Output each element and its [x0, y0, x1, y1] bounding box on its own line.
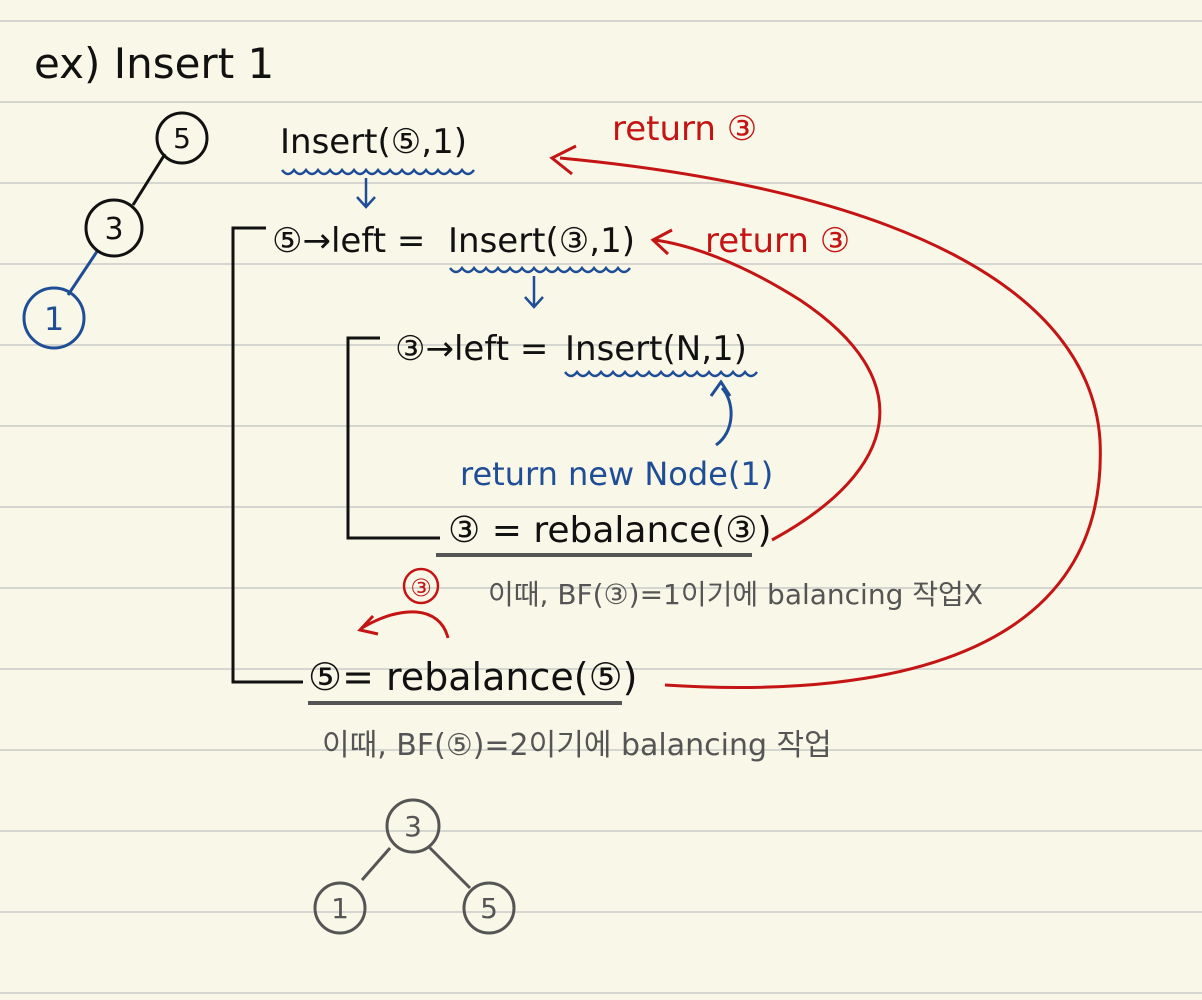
node-3-after-label: 3 — [404, 810, 422, 843]
return-mid-label: return ③ — [705, 221, 850, 261]
node-5-label: 5 — [173, 122, 191, 155]
bracket-outer — [231, 226, 303, 684]
node-1-after-label: 1 — [331, 892, 349, 925]
small-red-label-text: ③ — [410, 574, 432, 602]
top-call: Insert(⑤,1) — [280, 122, 467, 162]
bracket-inner — [346, 336, 440, 540]
edge-3-1-after — [360, 847, 392, 881]
note-5: 이때, BF(⑤)=2이기에 balancing 작업 — [322, 728, 832, 763]
edge-3-5-after — [426, 844, 472, 890]
level2-call: Insert(N,1) — [565, 329, 747, 369]
red-return-arrow-top — [549, 144, 1102, 689]
page-title: ex) Insert 1 — [34, 39, 274, 88]
tree-before: 5 3 1 — [22, 111, 209, 350]
note-3: 이때, BF(③)=1이기에 balancing 작업X — [488, 578, 983, 611]
node-3: 3 — [84, 198, 144, 258]
arrow-down-1 — [356, 178, 376, 209]
base-return: return new Node(1) — [460, 455, 773, 493]
level1-call-underline — [449, 265, 631, 274]
rebalance-5: ⑤= rebalance(⑤) — [308, 655, 637, 699]
arrow-down-2 — [524, 276, 544, 309]
node-3-after: 3 — [385, 798, 441, 854]
node-1-after: 1 — [313, 881, 367, 935]
node-5-after: 5 — [462, 881, 516, 935]
tree-after: 3 1 5 — [313, 798, 516, 935]
level1-lhs: ⑤→left = — [272, 221, 425, 261]
red-arrow-small — [357, 610, 450, 639]
node-5-after-label: 5 — [480, 892, 498, 925]
level2-lhs: ③→left = — [395, 329, 548, 369]
node-5: 5 — [155, 111, 209, 165]
rebalance-3: ③ = rebalance(③) — [448, 510, 772, 551]
small-red-label: ③ — [402, 567, 440, 605]
edge-3-1 — [66, 249, 100, 296]
node-1: 1 — [22, 286, 86, 350]
red-return-arrow-mid — [650, 228, 882, 542]
node-3-label: 3 — [104, 212, 123, 247]
level1-call: Insert(③,1) — [448, 221, 635, 261]
return-top-label: return ③ — [612, 109, 757, 149]
node-1-label: 1 — [44, 300, 64, 338]
return-hook-arrow — [709, 379, 733, 447]
edge-5-3 — [131, 153, 167, 206]
top-call-underline — [281, 167, 475, 176]
level2-call-underline — [564, 369, 758, 378]
